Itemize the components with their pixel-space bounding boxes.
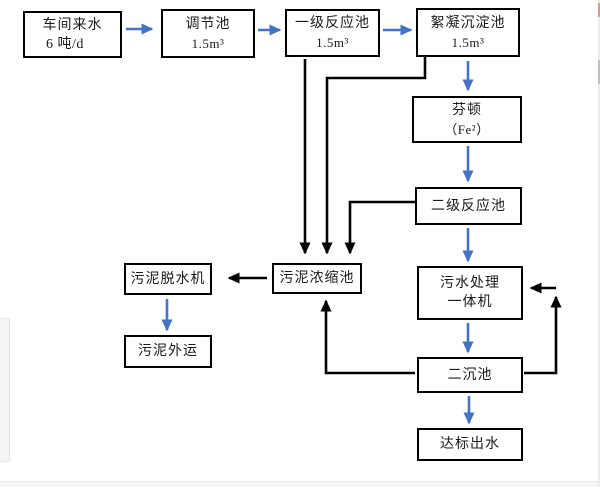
scrollbar-speck-icon [598, 3, 600, 17]
node-sludge-transport-label: 污泥外运 [138, 344, 198, 359]
node-fenton-reagent: （Fe²） [444, 121, 490, 137]
node-regulating-tank-label: 调节池 [185, 16, 231, 32]
edge-flocculation-to-thickening-arrow [321, 57, 427, 255]
node-regulating-tank-volume: 1.5m³ [191, 35, 225, 51]
node-flocculation-tank-label: 絮凝沉淀池 [430, 15, 506, 31]
node-regulating-tank: 调节池 1.5m³ [161, 9, 255, 58]
node-secondary-sedimentation-tank: 二沉池 [417, 357, 523, 393]
node-flocculation-tank: 絮凝沉淀池 1.5m³ [416, 8, 520, 57]
node-secondary-reaction-tank: 二级反应池 [415, 187, 522, 225]
node-workshop-water-capacity: 6 吨/d [46, 36, 84, 52]
edge-sedimentation-to-thickening-arrow [320, 299, 415, 375]
node-sludge-dewatering-machine: 污泥脱水机 [124, 263, 212, 295]
node-sewage-treatment-unit: 污水处理 一体机 [417, 266, 523, 320]
node-sludge-thickening-tank-label: 污泥浓缩池 [279, 271, 355, 286]
node-fenton-label: 芬顿 [452, 102, 482, 118]
page-bottom-edge [0, 481, 600, 487]
node-sludge-transport: 污泥外运 [124, 335, 212, 368]
node-flocculation-tank-volume: 1.5m³ [451, 34, 485, 50]
node-primary-reaction-tank-volume: 1.5m³ [316, 35, 349, 50]
page-left-edge [0, 318, 10, 462]
node-sludge-dewatering-machine-label: 污泥脱水机 [130, 271, 206, 287]
node-secondary-sedimentation-tank-label: 二沉池 [447, 367, 493, 383]
edge-secondary-reaction-to-thickening-arrow [344, 200, 415, 255]
node-workshop-water: 车间来水 6 吨/d [23, 11, 122, 58]
node-workshop-water-label: 车间来水 [42, 17, 103, 33]
node-sludge-thickening-tank: 污泥浓缩池 [272, 263, 362, 294]
node-standard-effluent-label: 达标出水 [440, 437, 500, 452]
node-sewage-treatment-unit-label2: 一体机 [447, 295, 493, 310]
edge-sedimentation-return-riser-arrow [524, 295, 562, 375]
window-right-edge[interactable] [598, 0, 600, 487]
node-fenton: 芬顿 （Fe²） [412, 96, 522, 143]
scrollbar-thumb[interactable] [598, 60, 600, 84]
node-sewage-treatment-unit-label1: 污水处理 [440, 276, 500, 291]
node-secondary-reaction-tank-label: 二级反应池 [431, 198, 506, 214]
node-standard-effluent: 达标出水 [417, 428, 523, 461]
node-primary-reaction-tank: 一级反应池 1.5m³ [285, 9, 380, 57]
node-primary-reaction-tank-label: 一级反应池 [295, 16, 370, 31]
